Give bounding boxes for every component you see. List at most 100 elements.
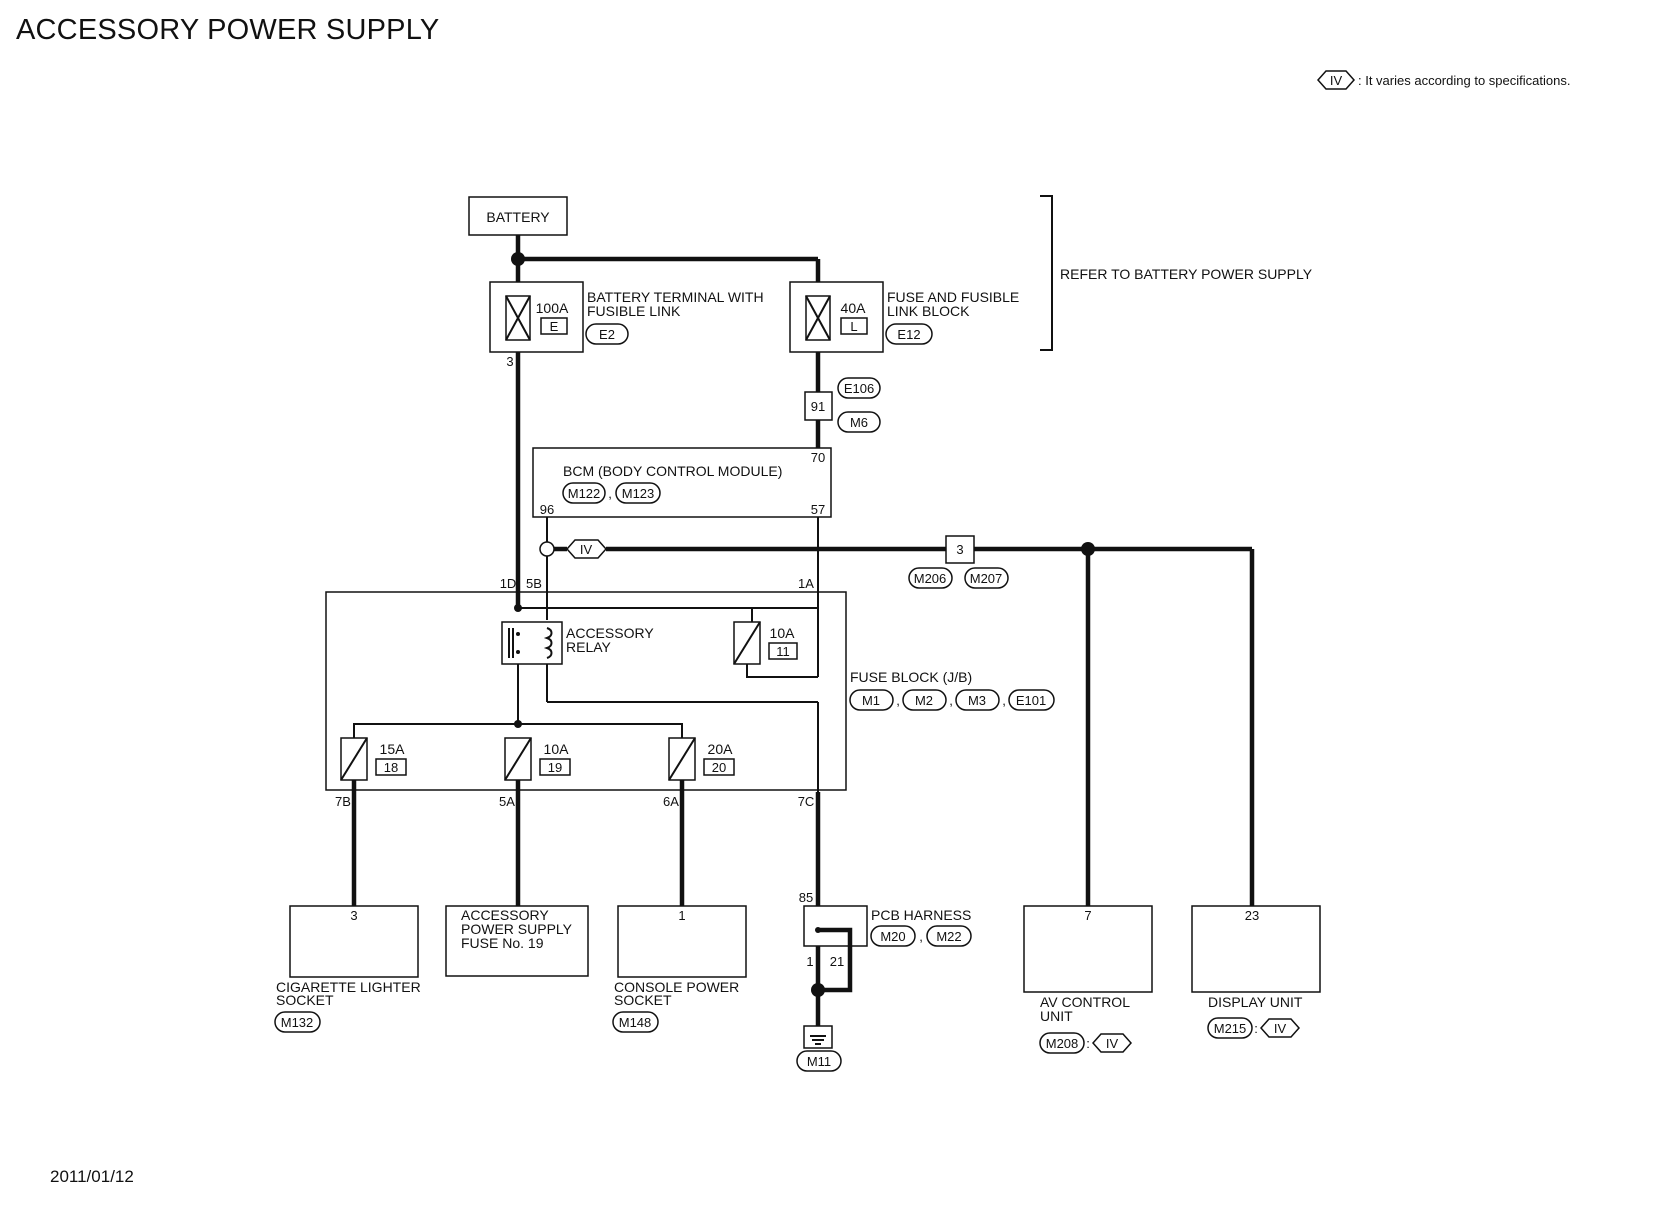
connector-m2: M2 <box>915 693 933 708</box>
connector-m22: M22 <box>936 929 961 944</box>
relay-label-2: RELAY <box>566 639 612 655</box>
splice-open-circle <box>539 541 555 557</box>
fuse-18-pin: 7B <box>335 794 351 809</box>
accessory-label-1: ACCESSORY <box>461 907 549 923</box>
fusible-link-100a-amp: 100A <box>536 300 569 316</box>
refer-note: REFER TO BATTERY POWER SUPPLY <box>1060 266 1313 282</box>
fuse-19: 10A 19 5A <box>499 737 571 809</box>
cigarette-label-1: CIGARETTE LIGHTER <box>276 979 421 995</box>
pcb-label: PCB HARNESS <box>871 907 971 923</box>
connector-e106: E106 <box>844 381 874 396</box>
fuse-20-num: 20 <box>712 760 726 775</box>
fuse-block-pin-5b: 5B <box>526 576 542 591</box>
splice-relay-top <box>514 604 522 612</box>
page-title: ACCESSORY POWER SUPPLY <box>16 14 440 46</box>
connector-m20: M20 <box>880 929 905 944</box>
fuse-18-num: 18 <box>384 760 398 775</box>
connector-e12: E12 <box>897 327 920 342</box>
connector-m1: M1 <box>862 693 880 708</box>
connector-m215: M215 <box>1214 1021 1247 1036</box>
fusible-link-100a-label-1: BATTERY TERMINAL WITH <box>587 289 764 305</box>
fuse-11-amp: 10A <box>770 625 796 641</box>
fusible-link-40a-label-2: LINK BLOCK <box>887 303 970 319</box>
connector-m132: M132 <box>281 1015 314 1030</box>
display-unit: 23 DISPLAY UNIT M215 : IV <box>1191 905 1321 1039</box>
accessory-label-2: POWER SUPPLY <box>461 921 573 937</box>
fuse-19-pin: 5A <box>499 794 515 809</box>
pcb-harness: 85 PCB HARNESS M20 , M22 1 21 <box>799 890 972 993</box>
junction-91-pin: 91 <box>811 399 825 414</box>
fuse-block-sep-2: , <box>949 693 953 708</box>
console-pin: 1 <box>678 908 685 923</box>
fuse-block-sep-1: , <box>896 693 900 708</box>
relay-label-1: ACCESSORY <box>566 625 654 641</box>
bcm-pin-70: 70 <box>811 450 825 465</box>
fuse-20-amp: 20A <box>708 741 734 757</box>
iv-tag-text: IV <box>580 542 593 557</box>
bcm-pin-57: 57 <box>811 502 825 517</box>
connector-m11: M11 <box>807 1054 831 1069</box>
fusible-link-100a-label-2: FUSIBLE LINK <box>587 303 681 319</box>
fuse-20-pin: 6A <box>663 794 679 809</box>
fuse-block-sep-3: , <box>1002 693 1006 708</box>
accessory-relay: ACCESSORY RELAY <box>501 621 654 665</box>
fuse-11: 10A 11 <box>733 621 798 665</box>
display-sep: : <box>1254 1021 1258 1036</box>
fuse-block: 1D 5B 1A FUSE BLOCK (J/B) M1 , M2 , M3 ,… <box>325 576 1055 791</box>
display-label-1: DISPLAY UNIT <box>1208 994 1303 1010</box>
wire-fuse-11-to-1a <box>746 664 818 678</box>
iv-tag: IV <box>565 539 608 559</box>
fusible-link-40a-amp: 40A <box>841 300 867 316</box>
wire-fuse-bus <box>353 723 683 738</box>
console-power-socket: 1 CONSOLE POWER SOCKET M148 <box>612 905 747 1033</box>
fuse-19-num: 19 <box>548 760 562 775</box>
battery: BATTERY <box>468 196 568 236</box>
pcb-pin-21: 21 <box>830 954 844 969</box>
ground-symbol: M11 <box>796 1025 842 1072</box>
av-pin: 7 <box>1084 908 1091 923</box>
connector-e2: E2 <box>599 327 615 342</box>
av-label-1: AV CONTROL <box>1040 994 1130 1010</box>
legend-symbol: IV <box>1330 73 1343 88</box>
av-label-2: UNIT <box>1040 1008 1073 1024</box>
fuse-20: 20A 20 6A <box>663 737 735 809</box>
fuse-18-amp: 15A <box>380 741 406 757</box>
connector-m6: M6 <box>850 415 868 430</box>
fusible-link-40a-label-1: FUSE AND FUSIBLE <box>887 289 1019 305</box>
cigarette-lighter-socket: 3 CIGARETTE LIGHTER SOCKET M132 <box>274 905 421 1033</box>
junction-91: 91 E106 M6 <box>804 377 881 433</box>
fusible-link-100a-code: E <box>550 319 559 334</box>
cigarette-label-2: SOCKET <box>276 992 334 1008</box>
fuse-block-label: FUSE BLOCK (J/B) <box>850 669 972 685</box>
pcb-connector-sep: , <box>919 929 923 944</box>
fusible-link-100a: 100A E BATTERY TERMINAL WITH FUSIBLE LIN… <box>489 281 764 369</box>
bcm-label: BCM (BODY CONTROL MODULE) <box>563 463 782 479</box>
fuse-19-amp: 10A <box>544 741 570 757</box>
fuse-11-num: 11 <box>776 644 790 659</box>
connector-m207: M207 <box>970 571 1003 586</box>
cigarette-pin: 3 <box>350 908 357 923</box>
fusible-link-40a: 40A L FUSE AND FUSIBLE LINK BLOCK E12 <box>789 281 1019 353</box>
connector-m122: M122 <box>568 486 601 501</box>
bcm-module: BCM (BODY CONTROL MODULE) M122 , M123 70… <box>532 447 832 518</box>
battery-label: BATTERY <box>486 209 550 225</box>
pcb-pin-1: 1 <box>806 954 813 969</box>
pcb-pin-85: 85 <box>799 890 813 905</box>
fusible-link-40a-code: L <box>850 319 857 334</box>
document-date: 2011/01/12 <box>50 1167 134 1186</box>
connector-m3: M3 <box>968 693 986 708</box>
bcm-pin-96: 96 <box>540 502 554 517</box>
splice-battery <box>511 252 525 266</box>
connector-m208: M208 <box>1046 1036 1079 1051</box>
connector-e101: E101 <box>1016 693 1046 708</box>
pin-3-battery-terminal: 3 <box>506 354 513 369</box>
accessory-power-supply-box: ACCESSORY POWER SUPPLY FUSE No. 19 <box>445 905 589 977</box>
legend-text: : It varies according to specifications. <box>1358 73 1570 88</box>
connector-m206: M206 <box>914 571 947 586</box>
junction-3-pin: 3 <box>956 542 963 557</box>
accessory-label-3: FUSE No. 19 <box>461 935 544 951</box>
bcm-connector-sep: , <box>608 486 612 501</box>
fuse-block-pin-1a: 1A <box>798 576 814 591</box>
av-control-unit: 7 AV CONTROL UNIT M208 : IV <box>1023 905 1153 1054</box>
